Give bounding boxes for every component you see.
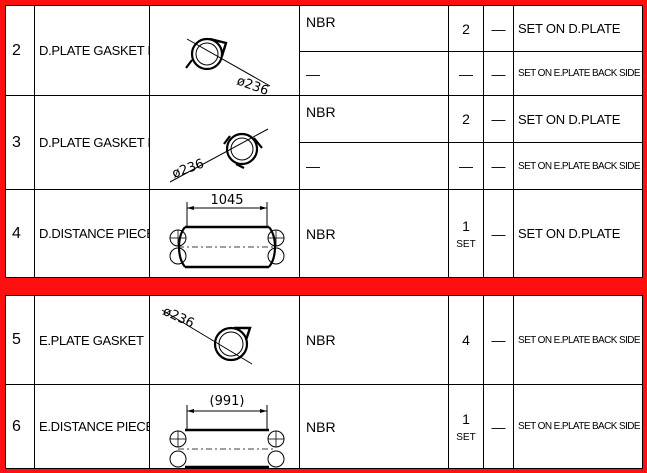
gasket-db-drawing: ø236 (169, 128, 269, 183)
remark: SET ON E.PLATE BACK SIDE (513, 142, 643, 190)
gasket-da-drawing: ø236 (185, 37, 271, 96)
material: NBR (299, 5, 449, 52)
e-plate-gasket-drawing: ø236 (160, 304, 253, 365)
section-divider (0, 282, 647, 290)
distance-piece-drawing: (991) (169, 394, 285, 468)
table-frame-bottom: 5 E.PLATE GASKET ø236 NBR 4 — SET ON E.P… (0, 290, 647, 473)
item-number: 2 (5, 5, 35, 96)
quantity-cell: 1 SET (448, 189, 484, 278)
quantity: 2 (448, 95, 484, 143)
material: NBR (299, 189, 449, 278)
dash-cell: — (483, 189, 514, 278)
remark: SET ON D.PLATE (513, 5, 643, 52)
dash-cell: — (483, 384, 514, 469)
table-row: 4 D.DISTANCE PIECE 1045 (5, 189, 643, 278)
table-row: 3 D.PLATE GASKET DB ø236 NBR 2 — SET ON … (5, 95, 643, 190)
remark: SET ON D.PLATE (513, 189, 643, 278)
quantity: — (448, 51, 484, 96)
remark: SET ON D.PLATE (513, 95, 643, 143)
item-number: 5 (5, 295, 35, 385)
dash-cell: — (483, 295, 514, 385)
remark: SET ON E.PLATE BACK SIDE (513, 384, 643, 469)
part-sketch: (991) (149, 384, 300, 469)
table-row: — — — SET ON E.PLATE BACK SIDE (6, 51, 643, 96)
part-name: E.PLATE GASKET (34, 295, 150, 385)
table-row: 2 D.PLATE GASKET DA ø236 NBR 2 — SET ON … (5, 5, 643, 96)
material: — (299, 142, 449, 190)
part-sketch: ø236 (149, 295, 300, 385)
part-name: E.DISTANCE PIECE (34, 384, 150, 469)
diameter-label: ø236 (235, 74, 271, 96)
part-name: D.PLATE GASKET DA (34, 5, 150, 96)
quantity-unit: SET (456, 238, 476, 250)
quantity: — (448, 142, 484, 190)
table-row: — — — SET ON E.PLATE BACK SIDE (6, 142, 643, 190)
part-sketch: 1045 (149, 189, 300, 278)
part-name: D.PLATE GASKET DB (34, 95, 150, 190)
part-name: D.DISTANCE PIECE (34, 189, 150, 278)
quantity: 2 (448, 5, 484, 52)
material: NBR (299, 95, 449, 143)
diameter-label: ø236 (170, 156, 206, 181)
quantity-unit: SET (456, 431, 476, 443)
dash-cell: — (483, 142, 514, 190)
length-label: 1045 (210, 193, 243, 208)
material: — (299, 51, 449, 96)
dash-cell: — (483, 95, 514, 143)
quantity: 1 (462, 410, 470, 427)
quantity: 1 (462, 217, 470, 234)
item-number: 6 (5, 384, 35, 469)
quantity: 4 (448, 295, 484, 385)
remark: SET ON E.PLATE BACK SIDE (513, 51, 643, 96)
table-row: 5 E.PLATE GASKET ø236 NBR 4 — SET ON E.P… (5, 295, 643, 385)
item-number: 3 (5, 95, 35, 190)
parts-table-bottom: 5 E.PLATE GASKET ø236 NBR 4 — SET ON E.P… (5, 295, 643, 469)
item-number: 4 (5, 189, 35, 278)
remark: SET ON E.PLATE BACK SIDE (513, 295, 643, 385)
diameter-label: ø236 (160, 304, 196, 331)
table-frame-top: 2 D.PLATE GASKET DA ø236 NBR 2 — SET ON … (0, 0, 647, 282)
length-label: (991) (210, 394, 245, 409)
dash-cell: — (483, 51, 514, 96)
part-sketch: ø236 (149, 5, 300, 96)
material: NBR (299, 295, 449, 385)
quantity-cell: 1 SET (448, 384, 484, 469)
table-row: 6 E.DISTANCE PIECE (991) (5, 384, 643, 469)
distance-piece-drawing: 1045 (169, 193, 285, 269)
material: NBR (299, 384, 449, 469)
dash-cell: — (483, 5, 514, 52)
parts-table-top: 2 D.PLATE GASKET DA ø236 NBR 2 — SET ON … (5, 5, 643, 278)
part-sketch: ø236 (149, 95, 300, 190)
